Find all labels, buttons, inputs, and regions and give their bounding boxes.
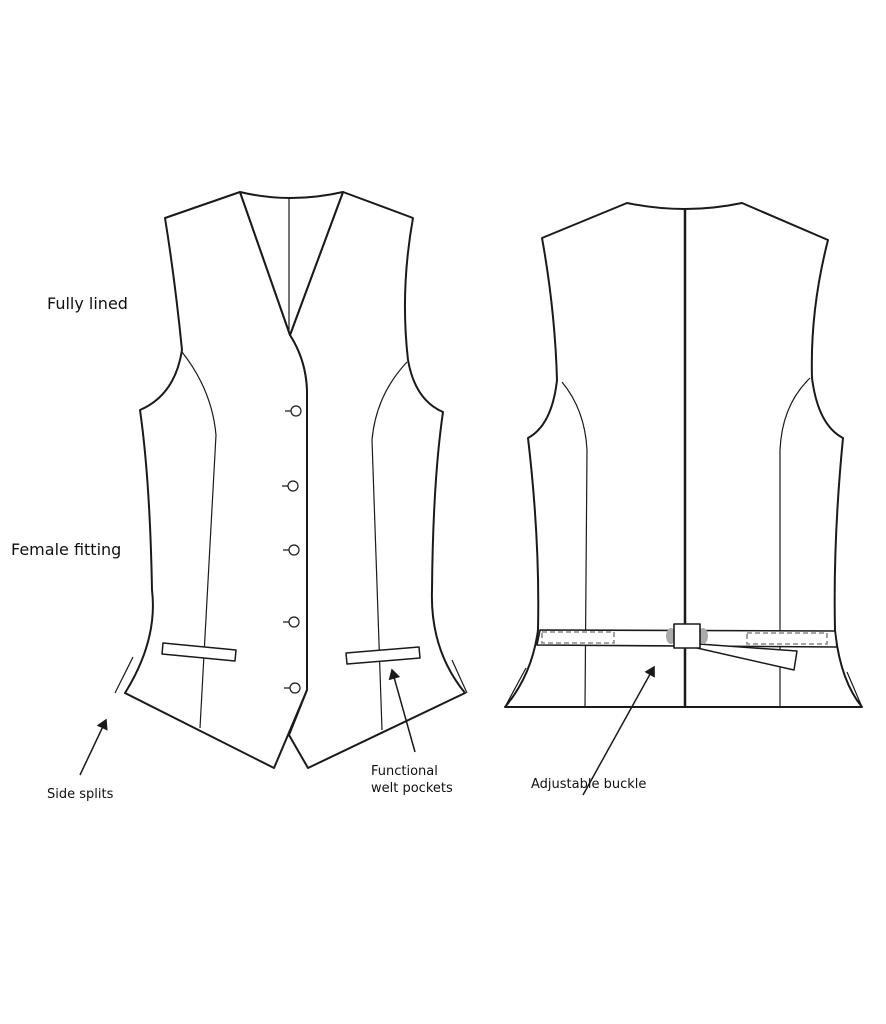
label-welt-pockets-line1: Functional xyxy=(371,764,438,779)
front-view xyxy=(114,191,468,769)
front-right-panel xyxy=(288,191,466,769)
princess-seam-left xyxy=(181,351,217,729)
label-welt-pockets-line2: welt pockets xyxy=(371,781,453,796)
label-adjustable-buckle: Adjustable buckle xyxy=(531,777,647,792)
side-split-back-right xyxy=(846,671,863,708)
label-fully-lined: Fully lined xyxy=(47,294,128,313)
label-welt-pockets: Functional welt pockets xyxy=(371,763,453,797)
side-splits-arrow xyxy=(79,718,108,776)
welt-pockets-arrow xyxy=(388,668,416,753)
back-panel xyxy=(504,202,863,708)
back-princess-seam-left xyxy=(561,381,588,708)
side-split-back-left xyxy=(504,667,527,708)
buttons xyxy=(282,405,302,694)
label-female-fitting: Female fitting xyxy=(11,540,122,559)
buckle-arrow xyxy=(582,665,655,796)
label-side-splits: Side splits xyxy=(47,787,114,802)
welt-pocket-left xyxy=(161,642,237,662)
back-princess-seam-right xyxy=(779,377,811,707)
welt-pocket-right xyxy=(345,646,421,665)
buckle-icon xyxy=(673,623,701,649)
princess-seam-right xyxy=(371,361,408,731)
neckline xyxy=(239,191,344,336)
side-split-right xyxy=(451,659,468,694)
callout-arrows xyxy=(79,665,655,796)
belt-stitching-right xyxy=(746,632,828,645)
belt-stitching-left xyxy=(541,631,615,644)
side-split-left xyxy=(114,656,134,694)
back-view xyxy=(504,202,863,708)
